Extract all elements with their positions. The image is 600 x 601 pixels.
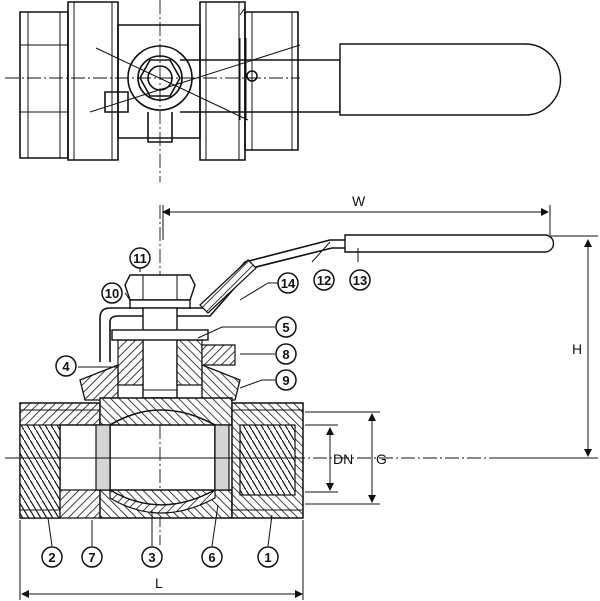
section-view (5, 205, 555, 545)
svg-text:11: 11 (133, 251, 147, 266)
dim-l: L (155, 575, 163, 591)
balloon-3: 3 (141, 546, 163, 568)
leader-lines (47, 241, 359, 547)
svg-text:14: 14 (281, 276, 296, 291)
svg-text:12: 12 (317, 273, 331, 288)
balloon-2: 2 (41, 546, 63, 568)
svg-text:10: 10 (105, 286, 119, 301)
svg-text:13: 13 (353, 273, 367, 288)
svg-text:6: 6 (208, 550, 215, 565)
dimension-lines: W H L DN G (19, 193, 598, 600)
balloon-10: 10 (101, 282, 123, 304)
svg-text:2: 2 (48, 550, 55, 565)
balloon-11: 11 (129, 247, 151, 269)
balloon-13: 13 (349, 269, 371, 291)
svg-text:9: 9 (282, 373, 289, 388)
part-balloons: 11 10 14 12 13 5 4 8 (41, 247, 371, 568)
dim-w: W (352, 193, 366, 209)
balloon-8: 8 (275, 343, 297, 365)
svg-text:4: 4 (62, 359, 70, 374)
dim-dn: DN (333, 451, 353, 467)
balloon-7: 7 (81, 546, 103, 568)
balloon-12: 12 (313, 269, 335, 291)
svg-text:5: 5 (282, 320, 289, 335)
svg-text:3: 3 (148, 550, 155, 565)
dim-g: G (376, 451, 387, 467)
svg-text:8: 8 (282, 347, 289, 362)
svg-text:7: 7 (88, 550, 95, 565)
balloon-14: 14 (277, 272, 299, 294)
dim-h: H (572, 341, 582, 357)
balloon-9: 9 (275, 369, 297, 391)
balloon-4: 4 (55, 355, 77, 377)
top-view (5, 0, 562, 182)
balloon-6: 6 (201, 546, 223, 568)
balloon-1: 1 (257, 546, 279, 568)
svg-text:1: 1 (264, 550, 271, 565)
balloon-5: 5 (275, 316, 297, 338)
